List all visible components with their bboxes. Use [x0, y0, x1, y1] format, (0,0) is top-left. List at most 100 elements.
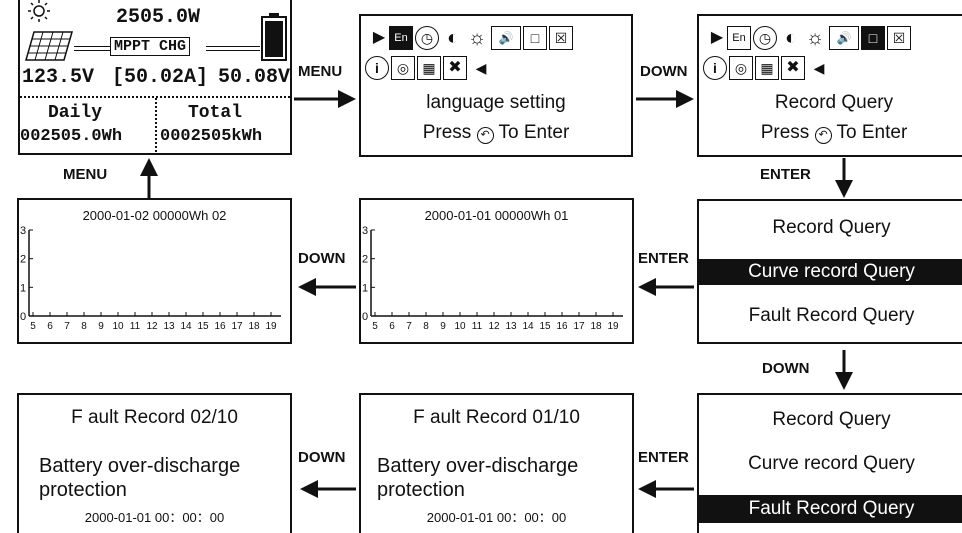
- query-item-curve: Curve record Query: [699, 259, 962, 285]
- menu-title: Record Query: [774, 92, 894, 113]
- solar-panel-icon: [25, 31, 73, 61]
- x-tick-label: 8: [423, 321, 429, 332]
- x-tick-label: 18: [590, 321, 602, 332]
- enter-label-left-1: ENTER: [638, 250, 689, 267]
- record-icon: □: [523, 26, 547, 50]
- total-value: 0002505kWh: [160, 127, 263, 146]
- menu-label-up: MENU: [63, 166, 108, 183]
- x-tick-label: 15: [539, 321, 551, 332]
- x-tick-label: 14: [180, 321, 192, 332]
- arrow-right-down: [636, 90, 694, 108]
- arrow-left-down-1: [298, 278, 356, 296]
- menu-screen-record-query: ▶ En ◷ ◐ ☼ 🔊 □ ☒ i ◎ ▦ ✖ ◀ Record Query …: [697, 14, 962, 157]
- pv-current: [50.02A]: [112, 66, 209, 89]
- x-tick-label: 5: [30, 321, 36, 332]
- fault-title: F ault Record 02/10: [71, 407, 238, 428]
- network-icon: ▦: [417, 56, 441, 80]
- x-tick-label: 6: [47, 321, 53, 332]
- x-tick-label: 10: [112, 321, 124, 332]
- x-tick-label: 12: [146, 321, 158, 332]
- play-icon: ▶: [372, 29, 386, 46]
- x-tick-label: 18: [248, 321, 260, 332]
- back-icon: ◀: [475, 60, 487, 76]
- clear-icon: ☒: [549, 26, 573, 50]
- query-item-record: Record Query: [772, 409, 891, 430]
- enter-key-icon: ↶: [814, 127, 832, 144]
- clock-icon: ◷: [415, 26, 439, 50]
- y-tick-label: 0: [20, 311, 26, 323]
- arrow-left-down-2: [300, 480, 356, 498]
- query-item-curve: Curve record Query: [748, 453, 915, 474]
- brightness-icon: ☼: [467, 27, 487, 49]
- mode-badge: MPPT CHG: [110, 37, 191, 56]
- fault-record-02: F ault Record 02/10 Battery over-dischar…: [17, 393, 292, 533]
- tools-icon: ✖: [443, 56, 467, 80]
- query-item-fault: Fault Record Query: [699, 495, 962, 523]
- x-tick-label: 13: [505, 321, 517, 332]
- brightness-icon: ☼: [805, 27, 825, 49]
- enter-hint: Press ↶ To Enter: [361, 122, 631, 144]
- hint-press: Press: [760, 122, 810, 143]
- x-tick-label: 12: [488, 321, 500, 332]
- menu-screen-language: ▶ En ◷ ◐ ☼ 🔊 □ ☒ i ◎ ▦ ✖ ◀ language sett…: [359, 14, 633, 157]
- info-icon: i: [703, 56, 727, 80]
- fault-time: 2000-01-01 00：00：00: [84, 510, 225, 525]
- x-tick-label: 17: [573, 321, 585, 332]
- flow-line-right: [206, 46, 260, 51]
- y-tick-label: 2: [20, 254, 26, 266]
- clock-icon: ◷: [753, 26, 777, 50]
- power-readout: 2505.0W: [116, 6, 201, 29]
- fault-line1: Battery over-discharge: [39, 455, 241, 477]
- x-tick-label: 13: [163, 321, 175, 332]
- curve-header: 2000-01-02 00000Wh 02: [82, 208, 227, 223]
- x-tick-label: 19: [265, 321, 277, 332]
- menu-title: language setting: [426, 92, 566, 113]
- y-tick-label: 1: [362, 282, 368, 294]
- flow-line-left: [74, 46, 110, 51]
- fault-record-01: F ault Record 01/10 Battery over-dischar…: [359, 393, 634, 533]
- record-icon: □: [861, 26, 885, 50]
- contrast-icon: ◐: [446, 27, 460, 49]
- curve-header: 2000-01-01 00000Wh 01: [424, 208, 569, 223]
- pv-voltage: 123.5V: [22, 66, 95, 89]
- down-label-left-2: DOWN: [298, 449, 346, 466]
- arrow-down-enter: [835, 158, 853, 198]
- sound-icon: 🔊: [829, 26, 859, 50]
- x-tick-label: 16: [214, 321, 226, 332]
- enter-hint: Press ↶ To Enter: [699, 122, 962, 144]
- clear-icon: ☒: [887, 26, 911, 50]
- info-icon: i: [365, 56, 389, 80]
- back-icon: ◀: [813, 60, 825, 76]
- bulb-icon: ◎: [729, 56, 753, 80]
- x-tick-label: 9: [98, 321, 104, 332]
- x-tick-label: 7: [64, 321, 70, 332]
- x-tick-label: 7: [406, 321, 412, 332]
- enter-label-left-2: ENTER: [638, 449, 689, 466]
- down-label-mid: DOWN: [762, 360, 810, 377]
- menu-label-right: MENU: [298, 63, 343, 80]
- language-icon: En: [389, 26, 413, 50]
- x-tick-label: 17: [231, 321, 243, 332]
- arrow-right-menu: [294, 90, 356, 108]
- x-tick-label: 19: [607, 321, 619, 332]
- query-item-fault: Fault Record Query: [748, 305, 915, 326]
- divider-v: [155, 98, 157, 152]
- x-tick-label: 11: [472, 321, 483, 332]
- tools-icon: ✖: [781, 56, 805, 80]
- hint-press: Press: [422, 122, 472, 143]
- x-tick-label: 5: [372, 321, 378, 332]
- x-tick-label: 16: [556, 321, 568, 332]
- arrow-left-enter-2: [638, 480, 694, 498]
- contrast-icon: ◐: [784, 27, 798, 49]
- y-tick-label: 1: [20, 282, 26, 294]
- battery-icon: [261, 13, 287, 61]
- arrow-up-menu: [140, 158, 158, 198]
- query-list-fault: Record Query Curve record Query Fault Re…: [697, 393, 962, 533]
- play-icon: ▶: [710, 29, 724, 46]
- daily-value: 002505.0Wh: [20, 127, 123, 146]
- x-tick-label: 9: [440, 321, 446, 332]
